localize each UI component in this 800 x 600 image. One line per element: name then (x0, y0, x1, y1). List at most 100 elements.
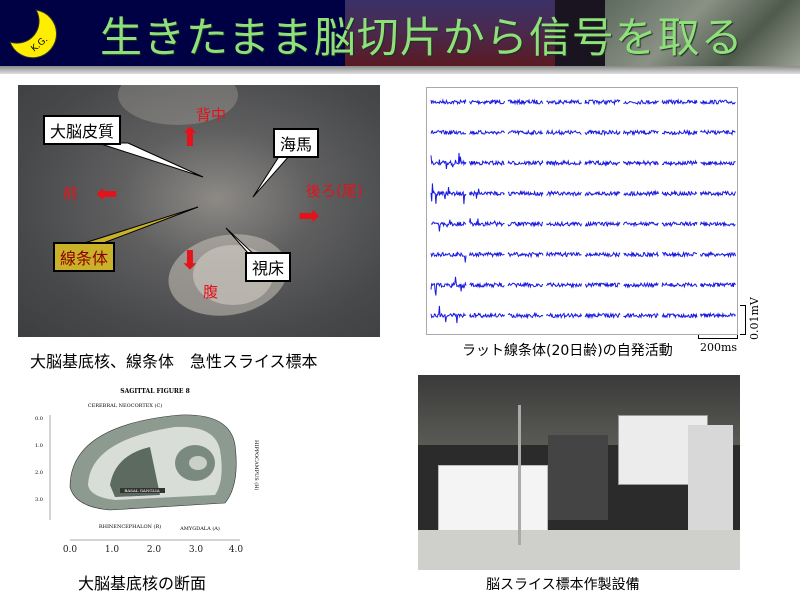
header-background-image (605, 0, 800, 66)
recording-caption: ラット線条体(20日齢)の自発活動 (462, 343, 673, 359)
atlas-hippocampus-label: HIPPOCAMPUS (H) (253, 440, 260, 491)
arrow-left-icon: ⬅ (96, 179, 118, 209)
arrow-down-icon: ⬇ (179, 246, 201, 276)
brain-slice-photo: 大脳皮質 海馬 線条体 視床 背中 ⬆ 前 ⬅ 後ろ(尾) ➡ ⬇ 腹 (18, 85, 380, 337)
trace-segment (700, 250, 736, 259)
sagittal-atlas-figure: SAGITTAL FIGURE 8 CEREBRAL NEOCORTEX (C)… (30, 385, 280, 557)
time-scale-label: 200ms (700, 341, 738, 354)
trace-segment (469, 281, 505, 289)
trace-segment (623, 281, 659, 289)
moon-logo-icon: K.G. (9, 9, 57, 59)
trace-segment (546, 312, 582, 320)
atlas-y-tick: 1.0 (35, 443, 43, 449)
label-striatum: 線条体 (53, 242, 116, 272)
direction-dorsal: 背中 (196, 106, 227, 124)
header-background-image (555, 0, 605, 66)
trace-segment (623, 129, 659, 137)
trace-segment (584, 311, 621, 320)
equipment-caption: 脳スライス標本作製設備 (486, 577, 640, 593)
voltage-scale-bar (740, 305, 746, 335)
trace-segment (430, 219, 467, 232)
trace-segment (469, 218, 505, 228)
trace-segment (469, 159, 505, 167)
atlas-x-tick: 4.0 (229, 545, 244, 555)
time-scale-bar (698, 335, 738, 339)
header-background-image (345, 0, 555, 66)
trace-segment (507, 98, 544, 106)
trace-segment (469, 98, 505, 106)
trace-segment (584, 190, 621, 197)
trace-segment (623, 159, 659, 167)
trace-segment (430, 305, 467, 324)
arrow-right-icon: ➡ (298, 201, 320, 231)
label-thalamus: 視床 (245, 252, 292, 282)
atlas-basal-ganglia-label: BASAL GANGLIA (124, 488, 159, 493)
trace-segment (430, 98, 467, 106)
trace-segment (661, 189, 698, 197)
trace-segment (661, 98, 698, 106)
trace-segment (507, 129, 544, 136)
atlas-title: SAGITTAL FIGURE 8 (120, 388, 190, 395)
trace-segment (507, 311, 544, 320)
atlas-neocortex-label: CEREBRAL NEOCORTEX (C) (88, 402, 162, 409)
arrow-up-icon: ⬆ (179, 123, 201, 153)
direction-ventral: 腹 (203, 283, 219, 301)
trace-segment (546, 250, 582, 258)
trace-segment (546, 128, 582, 136)
trace-segment (430, 276, 467, 296)
trace-segment (584, 98, 621, 106)
trace-segment (700, 99, 736, 106)
atlas-y-tick: 3.0 (35, 497, 43, 503)
trace-segment (661, 159, 698, 167)
trace-segment (700, 129, 736, 136)
trace-segment (700, 160, 736, 167)
trace-segment (507, 189, 544, 198)
trace-segment (546, 282, 582, 289)
trace-segment (584, 251, 621, 259)
trace-segment (584, 129, 621, 137)
voltage-scale-label: 0.01mV (748, 297, 761, 340)
trace-segment (507, 251, 544, 259)
trace-segment (507, 159, 544, 167)
trace-segment (700, 220, 736, 228)
header-shadow (0, 66, 800, 74)
trace-segment (469, 188, 505, 199)
trace-segment (507, 281, 544, 289)
trace-segment (662, 250, 698, 259)
label-hippocampus: 海馬 (273, 128, 320, 158)
trace-segment (585, 281, 621, 289)
atlas-caption: 大脳基底核の断面 (78, 574, 207, 593)
slide-title: 生きたまま脳切片から信号を取る (100, 13, 744, 62)
trace-segment (661, 220, 698, 228)
slicing-equipment-photo (418, 375, 740, 570)
trace-segment (661, 312, 698, 319)
slice-photo-caption: 大脳基底核、線条体 急性スライス標本 (30, 352, 318, 371)
trace-segment (469, 312, 505, 319)
trace-segment (623, 250, 659, 258)
trace-segment (546, 98, 582, 105)
atlas-x-tick: 1.0 (105, 545, 120, 555)
trace-segment (546, 190, 582, 198)
trace-segment (661, 129, 698, 136)
trace-segment (546, 220, 582, 227)
atlas-rhinencephalon-label: RHINENCEPHALON (R) (99, 523, 161, 530)
trace-segment (546, 159, 582, 167)
atlas-x-tick: 2.0 (147, 545, 162, 555)
trace-segment (661, 281, 698, 289)
trace-segment (623, 220, 659, 228)
trace-segment (623, 189, 659, 197)
direction-anterior: 前 (63, 184, 79, 202)
spontaneous-activity-traces (426, 87, 738, 335)
atlas-x-tick: 0.0 (63, 545, 78, 555)
slide-header: K.G. 生きたまま脳切片から信号を取る (0, 0, 800, 66)
trace-segment (469, 251, 505, 259)
trace-segment (430, 152, 467, 169)
trace-segment (623, 312, 659, 319)
trace-segment (700, 281, 736, 288)
trace-segment (700, 311, 736, 319)
label-cerebral-cortex: 大脳皮質 (43, 115, 122, 145)
trace-segment (584, 220, 621, 228)
trace-segment (584, 159, 621, 167)
trace-segment (430, 129, 467, 136)
atlas-x-tick: 3.0 (189, 545, 204, 555)
